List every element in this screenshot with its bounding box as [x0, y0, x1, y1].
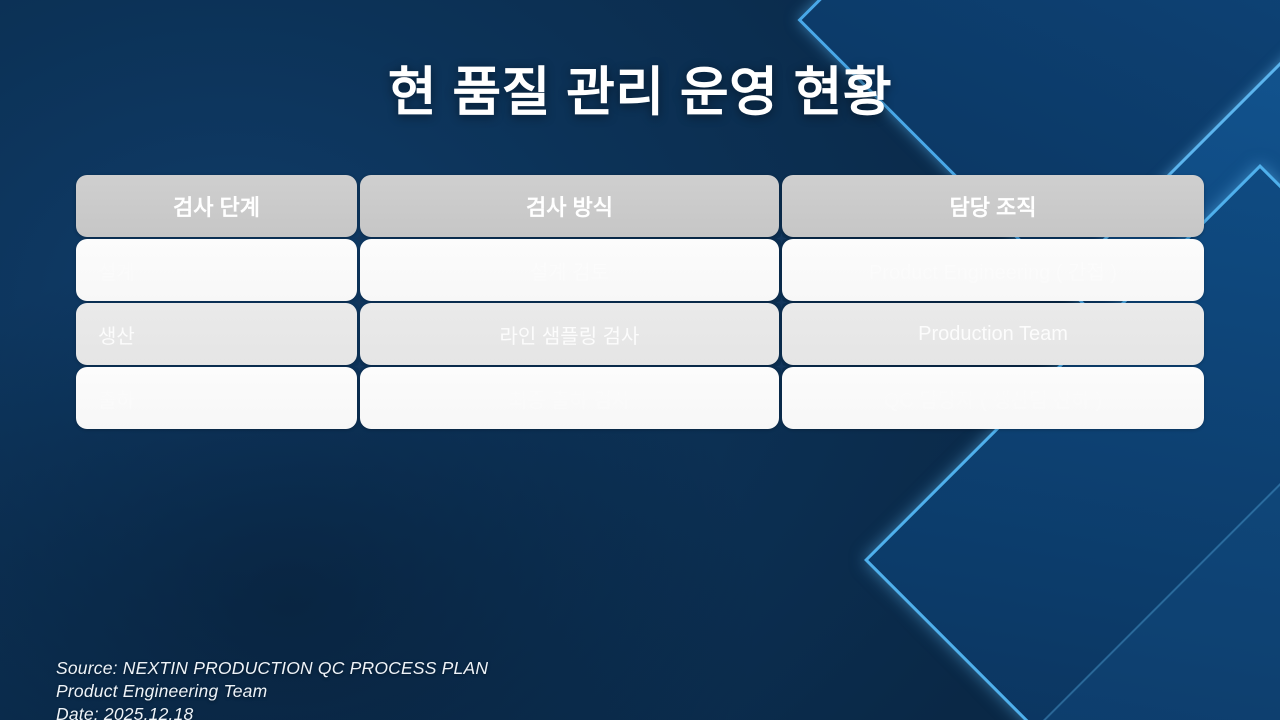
cell-method: 설계 검토 — [360, 239, 779, 301]
qc-process-table: 검사 단계 검사 방식 담당 조직 설계 설계 검토 Product Engin… — [76, 175, 1204, 431]
table-row[interactable]: 출하 최종 출하 검사 QC 담당자 ( 생산팀 산하 ) — [76, 361, 1204, 429]
table-header-row: 검사 단계 검사 방식 담당 조직 — [76, 175, 1204, 237]
cell-organization: Product Engineering ( 간접 ) — [782, 239, 1204, 301]
footer-source-block: Source: NEXTIN PRODUCTION QC PROCESS PLA… — [56, 657, 488, 720]
diamond-separator-icon — [776, 233, 787, 244]
cell-method: 최종 출하 검사 — [360, 367, 779, 429]
column-header-responsible-org: 담당 조직 — [782, 175, 1204, 237]
footer-source-line: Source: NEXTIN PRODUCTION QC PROCESS PLA… — [56, 658, 489, 678]
column-header-inspection-stage: 검사 단계 — [76, 175, 357, 237]
diamond-shape-ghost — [993, 473, 1280, 720]
cell-stage: 생산 — [76, 303, 357, 365]
column-header-inspection-method: 검사 방식 — [360, 175, 779, 237]
cell-organization: Production Team — [782, 303, 1204, 365]
diamond-separator-icon — [776, 361, 787, 372]
footer-team-line: Product Engineering Team — [56, 681, 268, 701]
diamond-separator-icon — [776, 297, 787, 308]
cell-organization: QC 담당자 ( 생산팀 산하 ) — [782, 367, 1204, 429]
table-row[interactable]: 생산 라인 샘플링 검사 Production Team — [76, 297, 1204, 365]
table-row[interactable]: 설계 설계 검토 Product Engineering ( 간접 ) — [76, 233, 1204, 301]
footer-date-line: Date: 2025.12.18 — [56, 704, 194, 720]
cell-stage: 출하 — [76, 367, 357, 429]
cell-stage: 설계 — [76, 239, 357, 301]
cell-method: 라인 샘플링 검사 — [360, 303, 779, 365]
page-title: 현 품질 관리 운영 현황 — [387, 63, 893, 122]
